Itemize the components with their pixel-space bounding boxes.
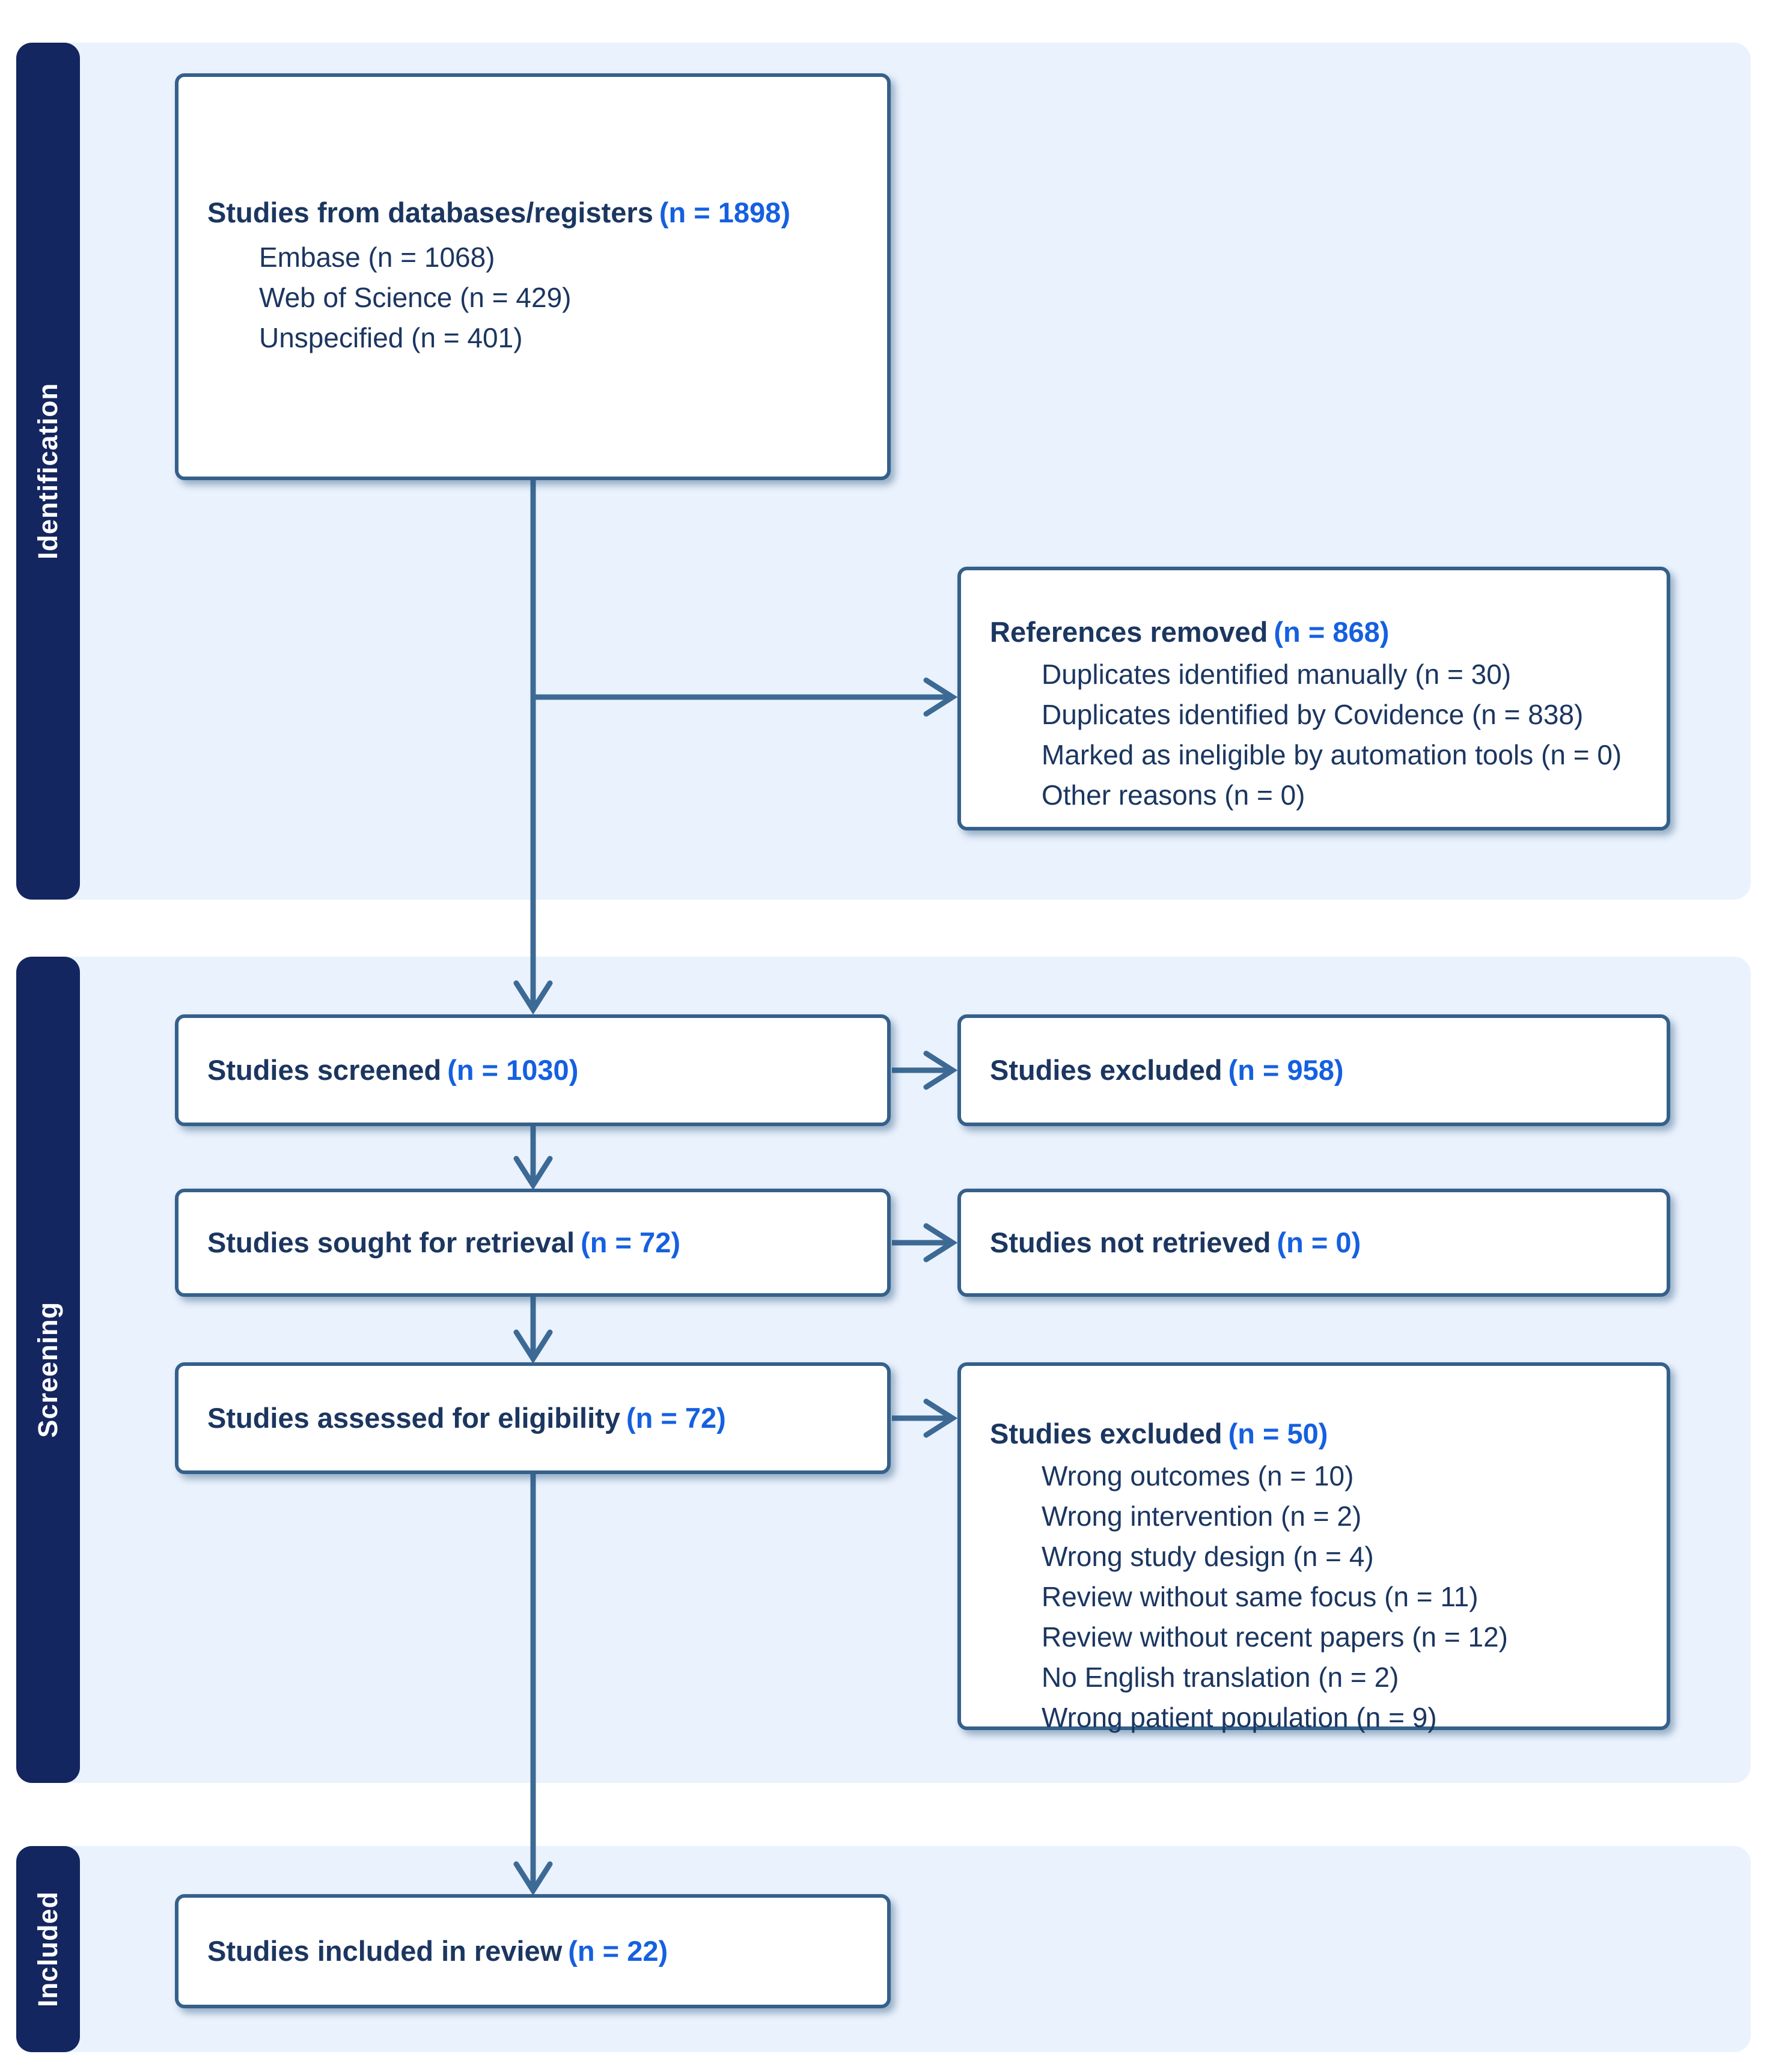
list-item: Duplicates identified by Covidence (n = …	[1042, 699, 1584, 730]
sidebar-screening: Screening	[16, 957, 80, 1783]
box-title: Studies not retrieved(n = 0)	[990, 1226, 1361, 1258]
screening-label: Screening	[32, 1302, 63, 1438]
count-badge: (n = 72)	[626, 1402, 726, 1434]
list-item: Review without same focus (n = 11)	[1042, 1581, 1479, 1612]
list-item: Web of Science (n = 429)	[259, 282, 572, 313]
list-item: Wrong intervention (n = 2)	[1042, 1501, 1362, 1532]
list-item: Marked as ineligible by automation tools…	[1042, 739, 1622, 770]
box-title: Studies excluded(n = 50)	[990, 1418, 1328, 1449]
box-studies-screened: Studies screened(n = 1030)	[175, 1014, 891, 1126]
box-title: References removed(n = 868)	[990, 616, 1390, 648]
list-item: Wrong outcomes (n = 10)	[1042, 1460, 1354, 1492]
box-studies-not-retrieved: Studies not retrieved(n = 0)	[957, 1189, 1670, 1297]
identification-label: Identification	[32, 383, 63, 559]
list-item: Review without recent papers (n = 12)	[1042, 1621, 1509, 1653]
box-title: Studies from databases/registers(n = 189…	[207, 197, 790, 228]
box-studies-assessed: Studies assessed for eligibility(n = 72)	[175, 1362, 891, 1474]
count-badge: (n = 958)	[1228, 1054, 1344, 1086]
box-studies-excluded-eligibility: Studies excluded(n = 50) Wrong outcomes …	[957, 1362, 1670, 1733]
list-item: Duplicates identified manually (n = 30)	[1042, 659, 1512, 690]
count-badge: (n = 868)	[1274, 616, 1390, 648]
sidebar-identification: Identification	[16, 43, 80, 900]
count-badge: (n = 72)	[581, 1226, 680, 1258]
box-title: Studies included in review(n = 22)	[207, 1935, 668, 1967]
box-studies-excluded-screening: Studies excluded(n = 958)	[957, 1014, 1670, 1126]
box-title: Studies assessed for eligibility(n = 72)	[207, 1402, 726, 1434]
sidebar-included: Included	[16, 1846, 80, 2052]
count-badge: (n = 1030)	[447, 1054, 579, 1086]
box-title: Studies screened(n = 1030)	[207, 1054, 579, 1086]
count-badge: (n = 0)	[1277, 1226, 1361, 1258]
box-title: Studies excluded(n = 958)	[990, 1054, 1344, 1086]
included-label: Included	[32, 1891, 63, 2007]
box-title: Studies sought for retrieval(n = 72)	[207, 1226, 680, 1258]
box-studies-included: Studies included in review(n = 22)	[175, 1894, 891, 2008]
list-item: Wrong study design (n = 4)	[1042, 1541, 1374, 1572]
count-badge: (n = 1898)	[659, 197, 790, 228]
count-badge: (n = 50)	[1228, 1418, 1328, 1449]
box-studies-from-databases: Studies from databases/registers(n = 189…	[175, 73, 891, 480]
box-studies-sought: Studies sought for retrieval(n = 72)	[175, 1189, 891, 1297]
list-item: Wrong patient population (n = 9)	[1042, 1702, 1437, 1733]
list-item: No English translation (n = 2)	[1042, 1662, 1399, 1693]
count-badge: (n = 22)	[568, 1935, 668, 1967]
list-item: Unspecified (n = 401)	[259, 322, 523, 353]
box-references-removed: References removed(n = 868) Duplicates i…	[957, 567, 1670, 830]
list-item: Embase (n = 1068)	[259, 242, 495, 273]
list-item: Other reasons (n = 0)	[1042, 779, 1305, 811]
